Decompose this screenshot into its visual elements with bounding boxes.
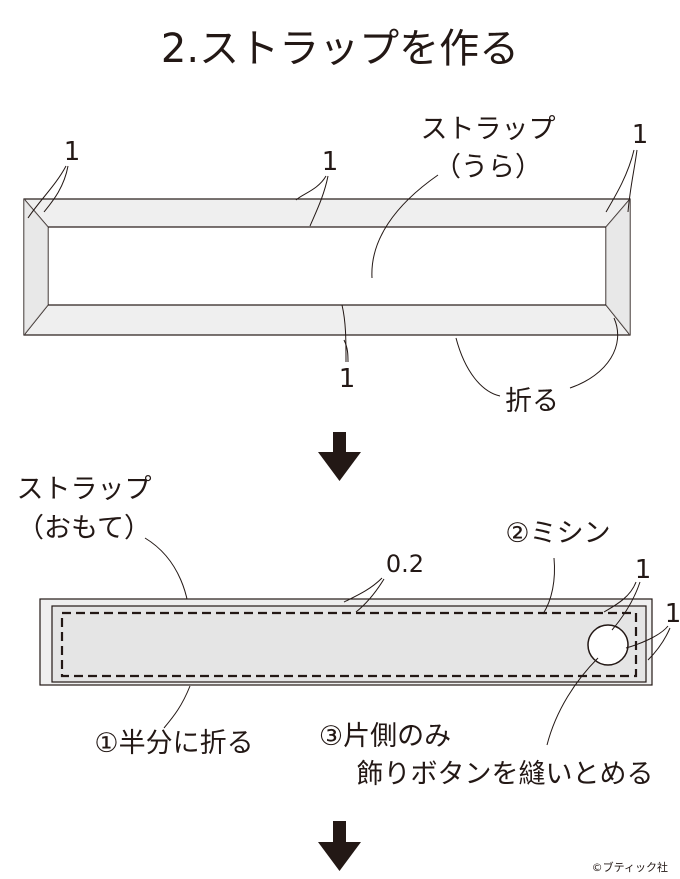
down-arrow-icon [318,821,361,871]
dim-leader [627,149,638,213]
dim-leader [625,625,669,649]
dim-leader [27,165,67,219]
leader-line [163,685,191,729]
leader-line [542,557,555,615]
fold-shading [24,199,630,335]
strap-right-label-line1: ストラップ [17,474,152,505]
dim-top-left: 1 [64,137,81,167]
decorative-button-icon [587,624,629,666]
dim-leader [611,581,641,631]
button-label-line2: 飾りボタンを縫いとめる [357,759,654,790]
copyright-credit: ©ブティック社 [592,860,668,874]
dim-leader [355,578,385,613]
strap-folded [39,598,653,686]
strap-right-label-line2: （おもて） [17,513,151,544]
dim-top-right: 1 [632,120,649,150]
leader-line [569,317,619,389]
down-arrow-icon [318,432,361,481]
strap-wrong-label-line2: （うら） [434,152,542,183]
fold-half-label: ①半分に折る [94,728,253,759]
strap-wrong-label-line1: ストラップ [421,114,556,145]
dim-leader [647,627,671,661]
strap-inner-area [47,226,607,306]
dim-leader [605,149,635,213]
leader-line [371,174,439,279]
dim-leader [295,175,327,201]
dim-leader [341,304,347,363]
dim-leader [43,165,69,213]
strap-unfolded [23,198,631,336]
dim-leader [309,175,329,227]
sewing-label: ②ミシン [505,518,610,549]
button-label-line1: ③片側のみ [319,721,451,752]
fold-label: 折る [505,386,559,417]
dim-leader [343,339,349,363]
dim-top-center: 1 [322,147,339,177]
diagram-title: 2.ストラップを作る [161,26,519,72]
strap-front-layer [51,605,647,683]
dim-leader [603,581,637,613]
dim-button-2: 1 [665,599,680,629]
dim-button-1: 1 [635,555,652,585]
stitch-offset-label: 0.2 [386,550,424,578]
leader-line [455,337,501,397]
dim-leader [343,577,383,603]
leader-line [546,657,599,746]
dim-bottom-center: 1 [339,364,356,394]
